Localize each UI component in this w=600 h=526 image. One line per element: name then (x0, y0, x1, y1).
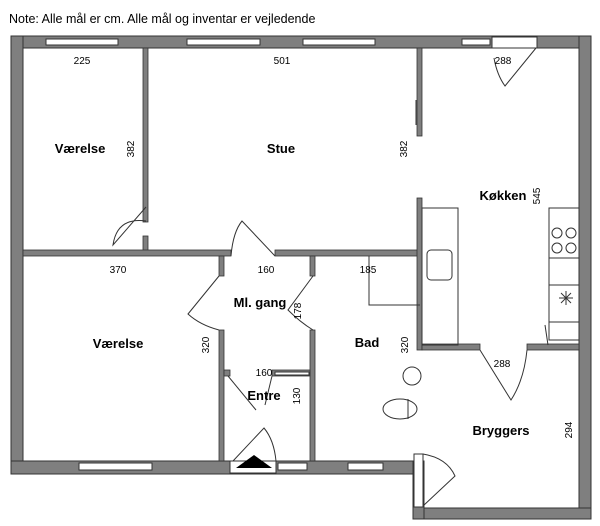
dim-width-vaerelse-top: 225 (74, 56, 91, 67)
outer-walls (10, 35, 592, 520)
windows (45, 38, 491, 471)
kitchen-fixtures (421, 207, 580, 346)
kitchen-sink-icon (426, 249, 453, 281)
plan-note: Note: Alle mål er cm. Alle mål og invent… (9, 12, 316, 26)
dim-depth-ml-gang: 178 (293, 302, 304, 319)
fridge-icon (559, 291, 573, 305)
dim-depth-bad: 320 (400, 336, 411, 353)
stove-icon (551, 227, 577, 254)
dim-width-bryggers: 288 (494, 359, 511, 370)
room-name-stue: Stue (267, 141, 295, 156)
room-name-entre: Entre (247, 388, 280, 403)
room-name-kokken: Køkken (480, 188, 527, 203)
dim-depth-stue: 382 (399, 140, 410, 157)
toilet-icon (382, 398, 418, 420)
dim-width-entre: 160 (256, 368, 273, 379)
room-name-vaerelse-top: Værelse (55, 141, 106, 156)
dim-width-vaerelse-bottom: 370 (110, 265, 127, 276)
dim-width-kokken: 288 (495, 56, 512, 67)
dim-depth-bryggers: 294 (564, 421, 575, 438)
dim-depth-entre: 130 (292, 387, 303, 404)
dim-width-stue: 501 (274, 56, 291, 67)
dim-depth-vaerelse-bottom: 320 (201, 336, 212, 353)
room-name-bad: Bad (355, 335, 380, 350)
bathroom-fixtures (368, 256, 422, 420)
room-name-ml-gang: Ml. gang (234, 295, 287, 310)
room-name-bryggers: Bryggers (472, 423, 529, 438)
entrance-arrow-icon (236, 455, 272, 468)
dim-depth-vaerelse-top: 382 (126, 140, 137, 157)
bathroom-sink-icon (402, 366, 422, 386)
room-name-vaerelse-bottom: Værelse (93, 336, 144, 351)
dim-width-bad: 185 (360, 265, 377, 276)
dim-depth-kokken: 545 (532, 187, 543, 204)
dim-width-ml-gang: 160 (258, 265, 275, 276)
